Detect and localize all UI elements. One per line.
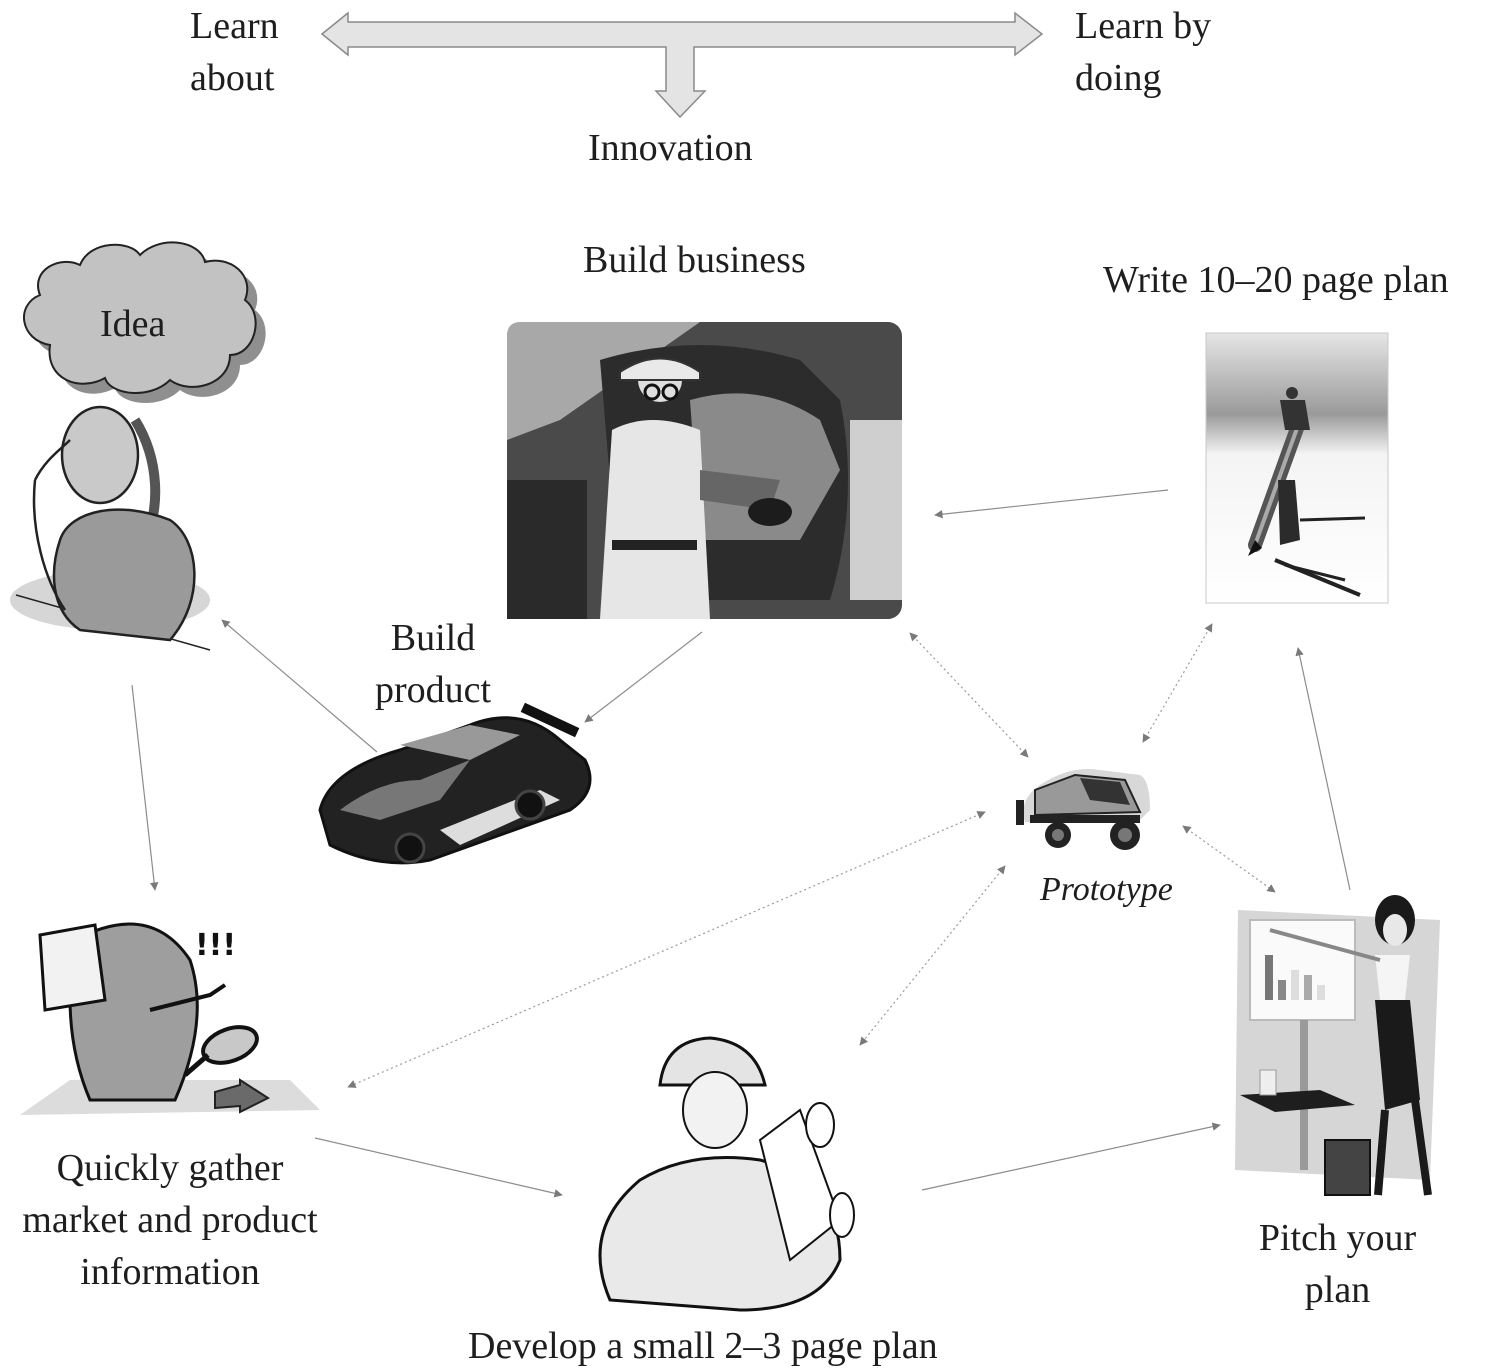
arrow-pitch-to-write-plan bbox=[1295, 647, 1351, 891]
small-plan-label: Develop a small 2–3 page plan bbox=[468, 1325, 938, 1367]
arrow-prototype-write-plan bbox=[1142, 623, 1213, 743]
arrow-prototype-gather bbox=[347, 811, 986, 1088]
pitch-line-1: Pitch your bbox=[1258, 1217, 1417, 1259]
race-car-icon bbox=[318, 702, 592, 865]
learn-about-line-2: about bbox=[190, 57, 275, 99]
innovation-banner-arrow bbox=[320, 11, 1044, 119]
innovation-label: Innovation bbox=[588, 127, 753, 169]
engineer-with-blueprints-icon bbox=[598, 1036, 855, 1312]
magnifying-glass-researcher-icon: !!! bbox=[20, 922, 320, 1115]
build-business-label: Build business bbox=[583, 239, 806, 281]
arrow-small-plan-to-pitch bbox=[921, 1122, 1221, 1191]
prototype-label: Prototype bbox=[1040, 871, 1173, 908]
pitch-label: Pitch your plan bbox=[1240, 1212, 1435, 1316]
flow-arrows bbox=[131, 489, 1351, 1198]
learn-by-doing-line-2: doing bbox=[1075, 57, 1162, 99]
learn-by-doing-label: Learn by doing bbox=[1075, 0, 1211, 104]
svg-text:!!!: !!! bbox=[195, 928, 236, 963]
arrow-prototype-small-plan bbox=[859, 865, 1006, 1046]
gather-info-line-3: information bbox=[80, 1251, 260, 1293]
learn-about-line-1: Learn bbox=[190, 5, 279, 47]
arrow-prototype-pitch bbox=[1182, 825, 1276, 893]
gather-info-label: Quickly gather market and product inform… bbox=[0, 1142, 340, 1298]
giant-pencil-icon bbox=[1205, 332, 1389, 604]
prototype-arrows bbox=[347, 623, 1276, 1088]
arrow-idea-to-gather bbox=[131, 684, 159, 891]
factory-worker-icon bbox=[507, 322, 902, 619]
learn-by-doing-line-1: Learn by bbox=[1075, 5, 1212, 47]
toy-truck-icon bbox=[1016, 769, 1150, 850]
gather-info-line-2: market and product bbox=[22, 1199, 318, 1241]
write-plan-label: Write 10–20 page plan bbox=[1103, 259, 1449, 301]
arrow-write-plan-to-business bbox=[934, 489, 1169, 519]
arrow-business-to-product bbox=[584, 631, 703, 723]
arrow-prototype-business bbox=[909, 632, 1029, 758]
arrow-gather-to-small-plan bbox=[314, 1137, 563, 1198]
arrow-product-to-idea bbox=[221, 619, 378, 753]
thinking-woman-icon bbox=[10, 241, 266, 651]
idea-label: Idea bbox=[100, 303, 166, 345]
pitch-line-2: plan bbox=[1304, 1269, 1371, 1311]
build-product-line-1: Build bbox=[390, 617, 476, 659]
learn-about-label: Learn about bbox=[190, 0, 279, 104]
presenter-with-chart-icon bbox=[1235, 895, 1440, 1196]
build-product-label: Build product bbox=[365, 612, 501, 716]
gather-info-line-1: Quickly gather bbox=[56, 1147, 284, 1189]
build-product-line-2: product bbox=[374, 669, 492, 711]
